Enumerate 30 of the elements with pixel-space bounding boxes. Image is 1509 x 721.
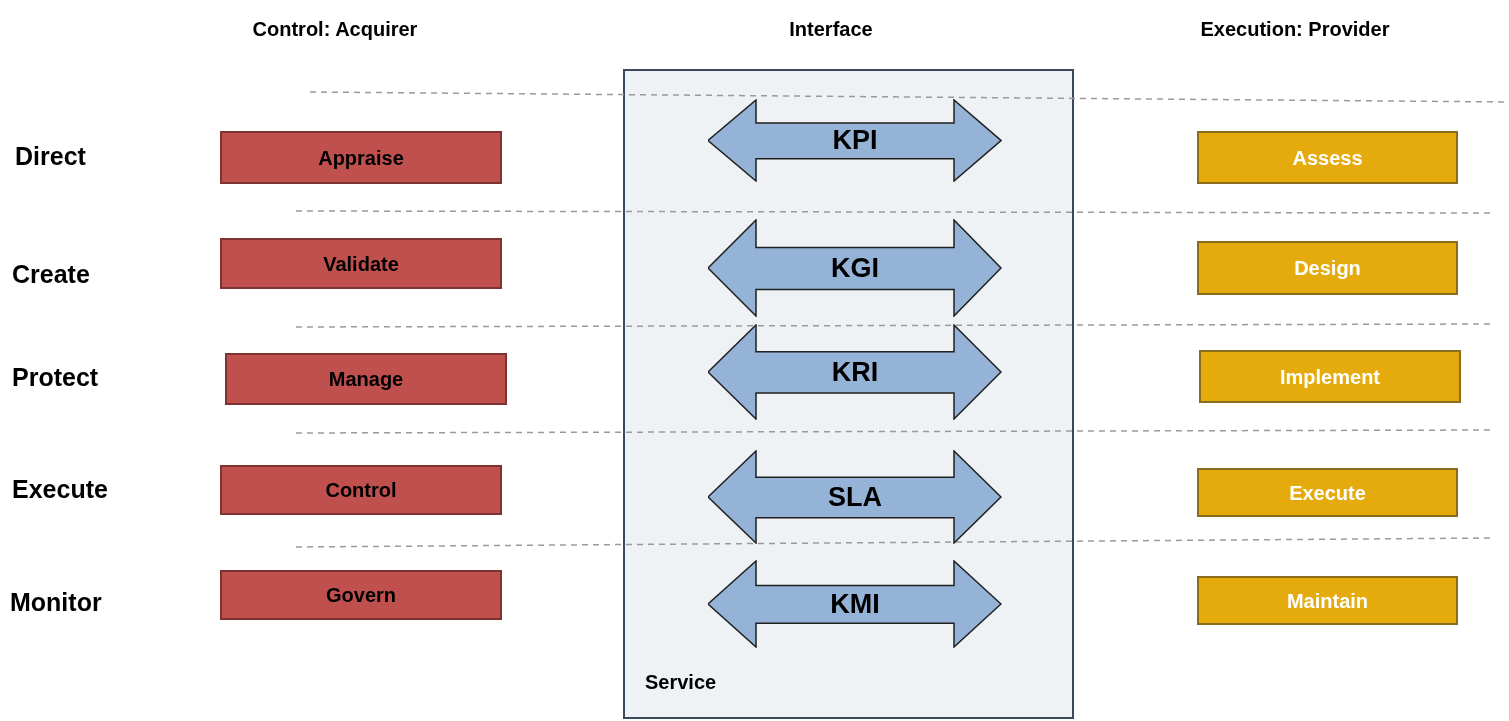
bidirectional-indicator-block [708,324,1002,420]
activity-box: Appraise [220,131,502,184]
activity-box: Design [1197,241,1458,295]
row-heading: Execute [12,474,109,505]
arrow-label: SLA [828,480,882,514]
activity-box: Manage [225,353,507,405]
row-heading: Direct [15,141,87,172]
activity-box: Maintain [1197,576,1458,625]
service-panel [623,69,1074,719]
bidirectional-indicator-block [708,450,1002,544]
column-heading: Control: Acquirer [251,17,419,42]
arrow-label: KPI [832,124,878,158]
activity-box: Govern [220,570,502,620]
column-heading: Interface [788,17,874,42]
bidirectional-indicator-block [708,560,1002,648]
row-heading: Protect [12,362,100,393]
activity-box: Execute [1197,468,1458,517]
arrow-label: KRI [831,355,879,389]
row-heading: Create [12,259,91,290]
bidirectional-indicator-block [708,219,1002,317]
panel-title: Service [645,670,717,695]
activity-box: Validate [220,238,502,289]
bidirectional-indicator-block [708,99,1002,182]
activity-box: Control [220,465,502,515]
activity-box: Implement [1199,350,1461,403]
arrow-label: KGI [831,251,879,285]
activity-box: Assess [1197,131,1458,184]
row-heading: Monitor [10,587,103,618]
column-heading: Execution: Provider [1199,17,1391,42]
arrow-label: KMI [830,587,880,621]
